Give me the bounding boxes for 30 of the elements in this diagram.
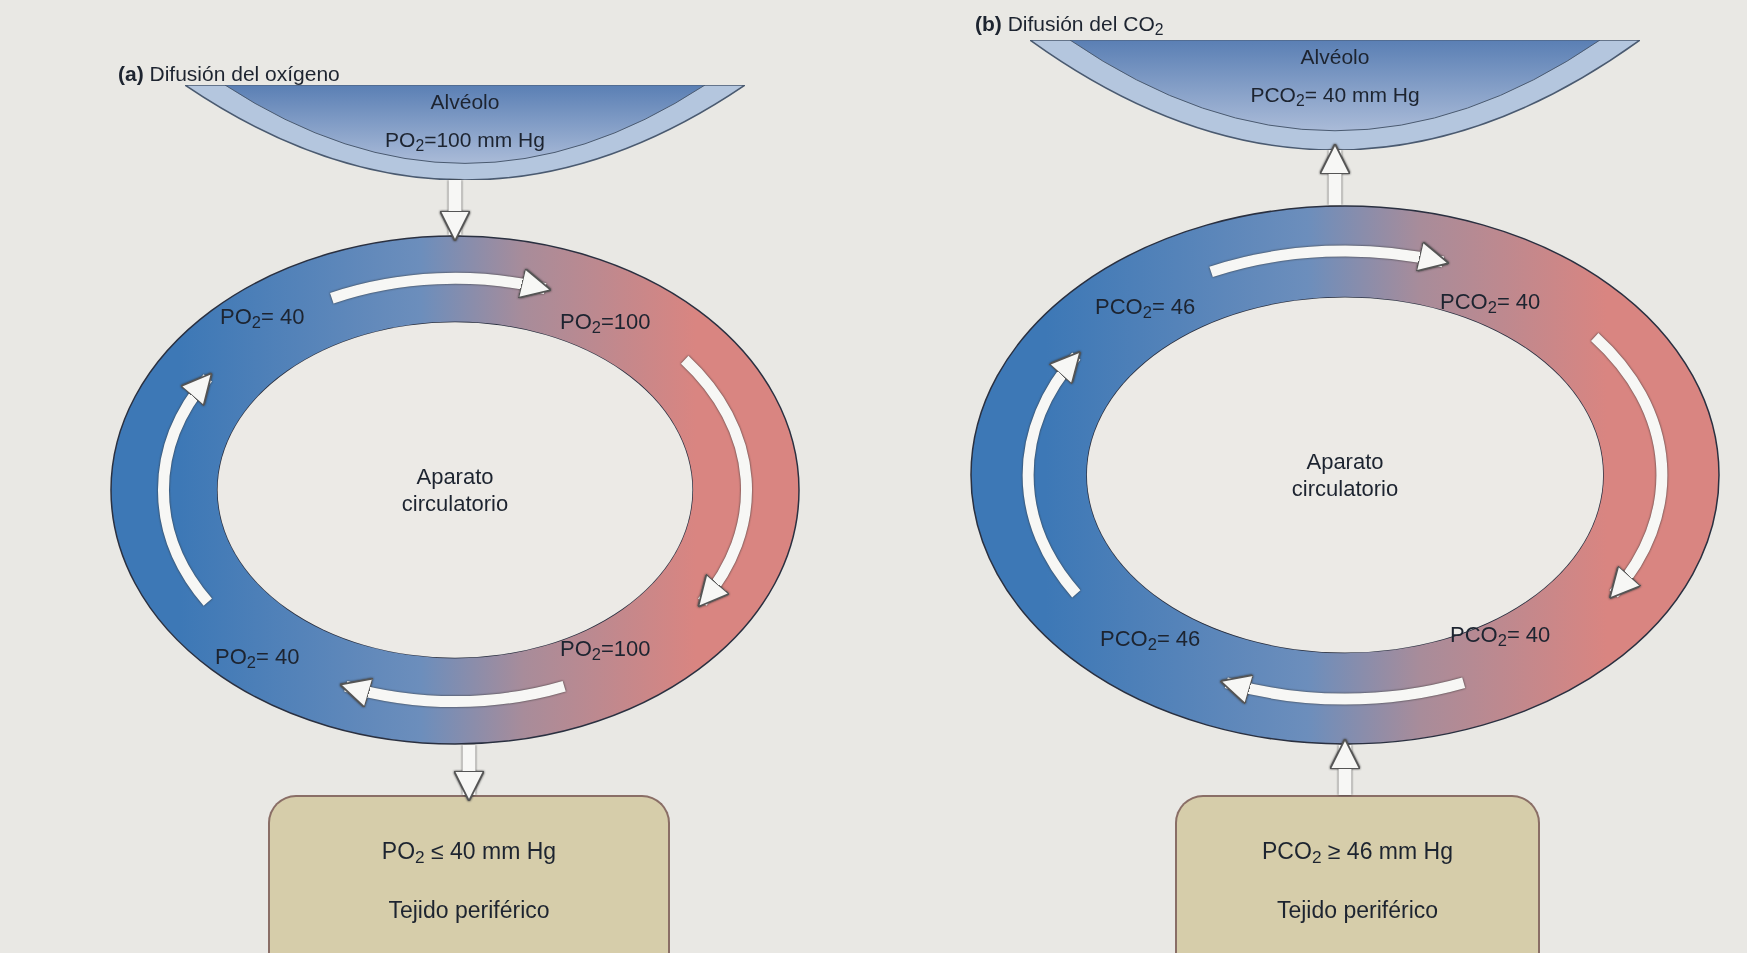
alveolus-label: Alvéolo <box>1300 44 1370 70</box>
pressure-value: PO$_{2}$=100 <box>560 308 651 338</box>
alveolus-label: Alvéolo <box>430 89 500 115</box>
alveolus-bowl <box>185 85 745 180</box>
diffusion-arrow <box>439 180 471 242</box>
diffusion-arrow <box>1319 143 1351 205</box>
panel-heading: (a) Difusión del oxígeno <box>118 61 340 87</box>
pressure-value: PCO$_{2}$= 40 <box>1450 621 1551 651</box>
pressure-value: PO$_{2}$= 40 <box>220 303 305 333</box>
pressure-value: PO$_{2}$=100 mm Hg <box>385 127 545 154</box>
panel-heading: (b) Difusión del CO$_{2}$ <box>975 11 1164 40</box>
tissue-label: Tejido periférico <box>388 895 550 925</box>
pressure-value: PCO$_{2}$= 46 <box>1100 625 1201 655</box>
diffusion-arrow <box>453 745 485 802</box>
system-label: Aparato circulatorio <box>1290 447 1400 503</box>
pressure-value: PCO$_{2}$ ≥ 46 mm Hg <box>1262 837 1453 866</box>
tissue-box <box>1175 795 1540 953</box>
tissue-label: Tejido periférico <box>1276 895 1439 925</box>
pressure-value: PCO$_{2}$= 40 <box>1440 288 1541 318</box>
circulation-ring <box>110 235 800 745</box>
pressure-value: PO$_{2}$= 40 <box>215 643 300 673</box>
pressure-value: PCO$_{2}$= 46 <box>1095 293 1196 323</box>
tissue-box <box>268 795 670 953</box>
diffusion-arrow <box>1329 738 1361 795</box>
system-label: Aparato circulatorio <box>400 462 510 518</box>
pressure-value: PO$_{2}$=100 <box>560 635 651 665</box>
pressure-value: PO$_{2}$ ≤ 40 mm Hg <box>381 837 557 866</box>
alveolus-bowl <box>1030 40 1640 150</box>
circulation-ring <box>970 205 1720 745</box>
pressure-value: PCO$_{2}$= 40 mm Hg <box>1250 82 1420 109</box>
